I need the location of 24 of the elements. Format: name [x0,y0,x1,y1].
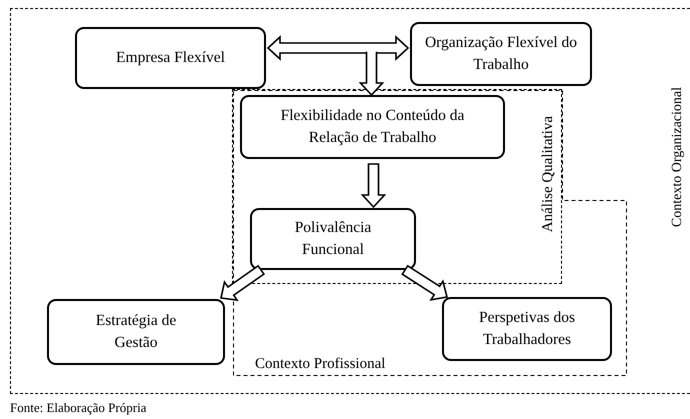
process-box [240,95,505,159]
frame-label: Contexto Organizacional [670,87,686,228]
frame-label: Contexto Profissional [255,356,386,373]
block-arrow [358,51,384,96]
box-label: Perspetivas dos Trabalhadores [478,308,576,350]
block-arrow [220,264,266,302]
analysis-frame [232,89,562,284]
process-box [47,299,225,365]
context-frame [233,90,627,376]
block-arrow [401,264,448,301]
box-label: Polivalência Funcional [294,218,372,260]
process-box [410,22,592,86]
source-note: Fonte: Elaboração Própria [10,400,146,416]
frame-label: Análise Qualitativa [540,116,557,232]
double-arrow [266,35,410,61]
context-frame [10,8,690,394]
box-label: Empresa Flexível [116,48,225,68]
block-arrow [360,163,386,208]
process-box [442,297,612,361]
process-box [250,208,416,270]
box-label: Flexibilidade no Conteúdo da Relação de Trabalho [280,106,466,148]
process-box [75,27,266,89]
box-label: Organização Flexível do Trabalho [424,32,578,75]
box-label: Estratégia de Gestão [94,310,178,353]
